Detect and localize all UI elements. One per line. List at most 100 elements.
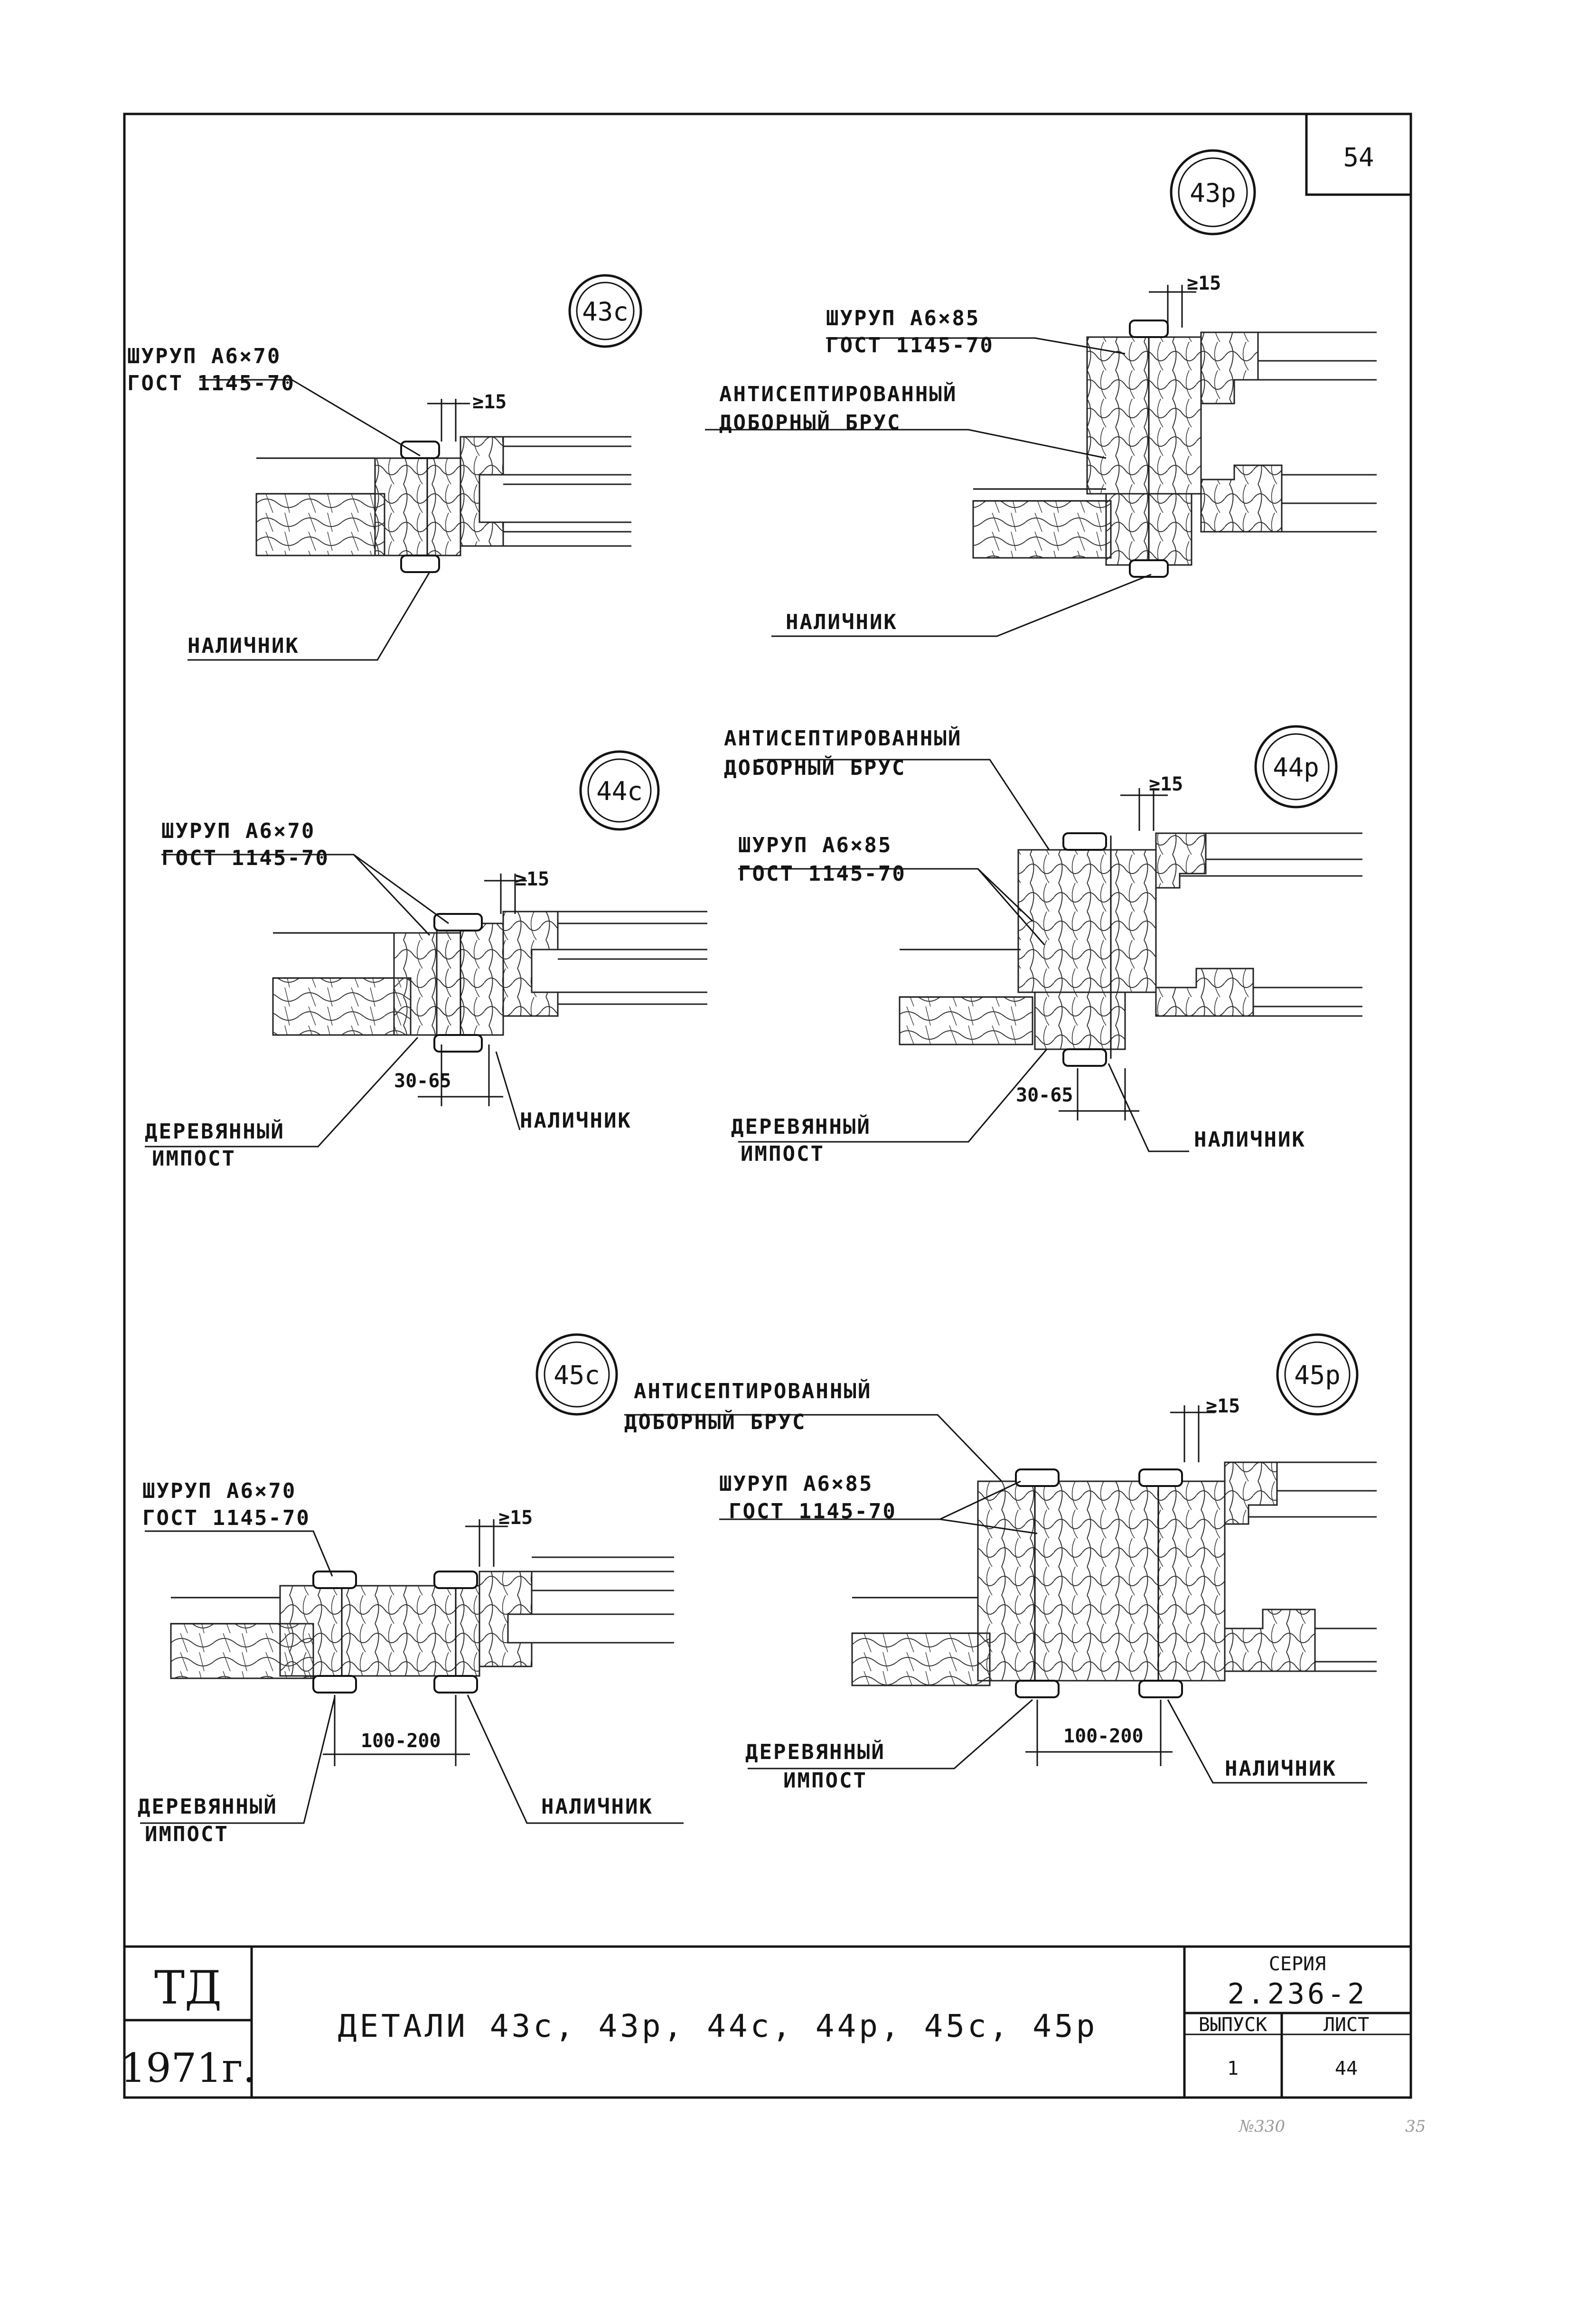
org-mark: ТД (154, 1961, 222, 2014)
screw-head-45p-left-bottom (1015, 1680, 1060, 1698)
frame-block-43c (374, 457, 461, 556)
screw-gost-44c: ГОСТ 1145-70 (161, 846, 329, 870)
corner-mark: 35 (1405, 2117, 1426, 2136)
screw-head-43c-bottom (400, 555, 440, 573)
screw-head-44p-top (1062, 832, 1107, 851)
casing-label-43c: НАЛИЧНИК (188, 634, 300, 658)
sash-44p-bottom (1155, 968, 1254, 1017)
screw-head-45p-left-top (1015, 1468, 1060, 1487)
casing-label-45c: НАЛИЧНИК (541, 1795, 653, 1819)
casing-label-44p: НАЛИЧНИК (1194, 1128, 1306, 1152)
title-block: ТД 1971г. ДЕТАЛИ 43с, 43р, 44с, 44р, 45с… (121, 1945, 1411, 2098)
detail-45p: 45р ≥15 100-200 АНТИ (624, 1333, 1377, 1793)
badge-label-45p: 45р (1294, 1360, 1341, 1390)
dim-label-44c: 30-65 (394, 1070, 451, 1092)
screw-gost-43c: ГОСТ 1145-70 (127, 371, 295, 395)
detail-44p: 44р ≥15 30-65 АНТИСЕПТИРОВАННЫ (724, 725, 1362, 1166)
extra-beam-43p (1086, 336, 1202, 495)
wall-43c (255, 493, 385, 556)
screw-head-45c-right-bottom (433, 1675, 478, 1694)
impost-label2-44p: ИМПОСТ (741, 1142, 825, 1166)
beam-label2-43p: ДОБОРНЫЙ БРУС (719, 410, 901, 435)
badge-label-43c: 43с (582, 297, 629, 327)
screw-head-43c-top (400, 441, 440, 459)
impost-label2-45p: ИМПОСТ (783, 1769, 867, 1793)
glazing-44p (1180, 832, 1362, 1017)
impost-label-44c: ДЕРЕВЯННЫЙ (145, 1119, 285, 1144)
screw-gost-43p: ГОСТ 1145-70 (826, 333, 994, 358)
gap-dim-43c: ≥15 (472, 391, 507, 413)
detail-badge-45c (535, 1333, 618, 1416)
sheet-number-box: 54 (1305, 113, 1412, 196)
beam-label2-45p: ДОБОРНЫЙ БРУС (624, 1409, 806, 1434)
glazing-43p (1234, 331, 1377, 533)
issue-label: ВЫПУСК (1199, 2014, 1267, 2036)
sheet-number: 54 (1343, 142, 1374, 172)
gap-dim-44p: ≥15 (1149, 773, 1183, 795)
extra-beam-45p (977, 1480, 1226, 1682)
gap-dim-45p: ≥15 (1206, 1395, 1240, 1417)
beam-label-43p: АНТИСЕПТИРОВАННЫЙ (719, 381, 957, 406)
badge-label-44c: 44с (596, 776, 643, 806)
gap-dim-43p: ≥15 (1187, 273, 1221, 294)
wall-43p (972, 500, 1112, 559)
impost-44c (436, 922, 504, 1036)
wall-45p (851, 1632, 991, 1686)
impost-label2-45c: ИМПОСТ (145, 1822, 229, 1846)
series-label: СЕРИЯ (1269, 1953, 1326, 1975)
gap-dim-44c: ≥15 (515, 868, 549, 890)
sash-43p-top (1200, 331, 1259, 405)
wall-44c (272, 977, 412, 1036)
screw-gost-45c: ГОСТ 1145-70 (142, 1506, 310, 1530)
detail-badge-44p (1254, 725, 1338, 809)
glazing-44c (558, 911, 707, 1005)
extra-beam-44p (1017, 849, 1157, 993)
screw-head-45p-right-bottom (1138, 1680, 1183, 1698)
glazing-43c (503, 436, 631, 547)
impost-44p (1034, 991, 1126, 1050)
series-value: 2.236-2 (1228, 1977, 1368, 2011)
screw-label-43p: ШУРУП А6×85 (826, 306, 980, 330)
casing-label-43p: НАЛИЧНИК (786, 610, 898, 634)
screw-head-43p-bottom (1129, 559, 1169, 578)
screw-head-44c-bottom (433, 1034, 483, 1053)
badge-label-45c: 45с (554, 1360, 600, 1390)
beam-label-44p: АНТИСЕПТИРОВАННЫЙ (724, 725, 962, 751)
impost-label-45p: ДЕРЕВЯННЫЙ (745, 1739, 885, 1764)
detail-44c: 44с ≥15 30-65 ШУРУП А6×70 ГОСТ (145, 750, 707, 1171)
dim-label-45p: 100-200 (1063, 1725, 1144, 1747)
detail-43c: 43с ≥15 ШУРУП А6×70 ГОСТ 114 (127, 274, 642, 661)
impost-45c (279, 1585, 480, 1677)
casing-label-45p: НАЛИЧНИК (1225, 1757, 1337, 1781)
screw-head-45c-left-bottom (312, 1675, 357, 1694)
beam-label2-44p: ДОБОРНЫЙ БРУС (724, 755, 906, 780)
screw-label-45c: ШУРУП А6×70 (142, 1479, 296, 1503)
archive-mark: №330 (1238, 2117, 1285, 2136)
sash-45p-top (1224, 1461, 1278, 1525)
screw-head-44c-top (433, 913, 483, 931)
badge-label-44p: 44р (1273, 753, 1319, 782)
sash-43p-bottom (1200, 464, 1283, 533)
detail-45c: 45с ≥15 100-200 ШУРУП А6×70 ГОСТ 1145- (138, 1333, 684, 1846)
sheet-frame (123, 113, 1412, 2099)
sash-44p-top (1155, 832, 1207, 889)
screw-label-44c: ШУРУП А6×70 (161, 819, 315, 843)
sash-45c (479, 1571, 533, 1667)
sheet-title: ДЕТАЛИ 43с, 43р, 44с, 44р, 45с, 45р (338, 2008, 1098, 2044)
screw-head-45p-right-top (1138, 1468, 1183, 1487)
screw-label-44p: ШУРУП А6×85 (738, 833, 892, 857)
screw-head-45c-left-top (312, 1571, 357, 1589)
detail-badge-43c (568, 274, 642, 348)
impost-label-44p: ДЕРЕВЯННЫЙ (731, 1114, 871, 1139)
gap-dim-45c: ≥15 (498, 1507, 533, 1529)
badge-label-43p: 43р (1190, 178, 1236, 208)
screw-gost-44p: ГОСТ 1145-70 (738, 862, 906, 886)
year-mark: 1971г. (121, 2045, 255, 2091)
sheet-value: 44 (1335, 2058, 1358, 2079)
dim-label-44p: 30-65 (1016, 1084, 1073, 1106)
glazing-45p (1248, 1461, 1377, 1672)
dim-label-45c: 100-200 (361, 1730, 441, 1752)
impost-label2-44c: ИМПОСТ (152, 1147, 236, 1171)
sash-44c (502, 911, 559, 1017)
